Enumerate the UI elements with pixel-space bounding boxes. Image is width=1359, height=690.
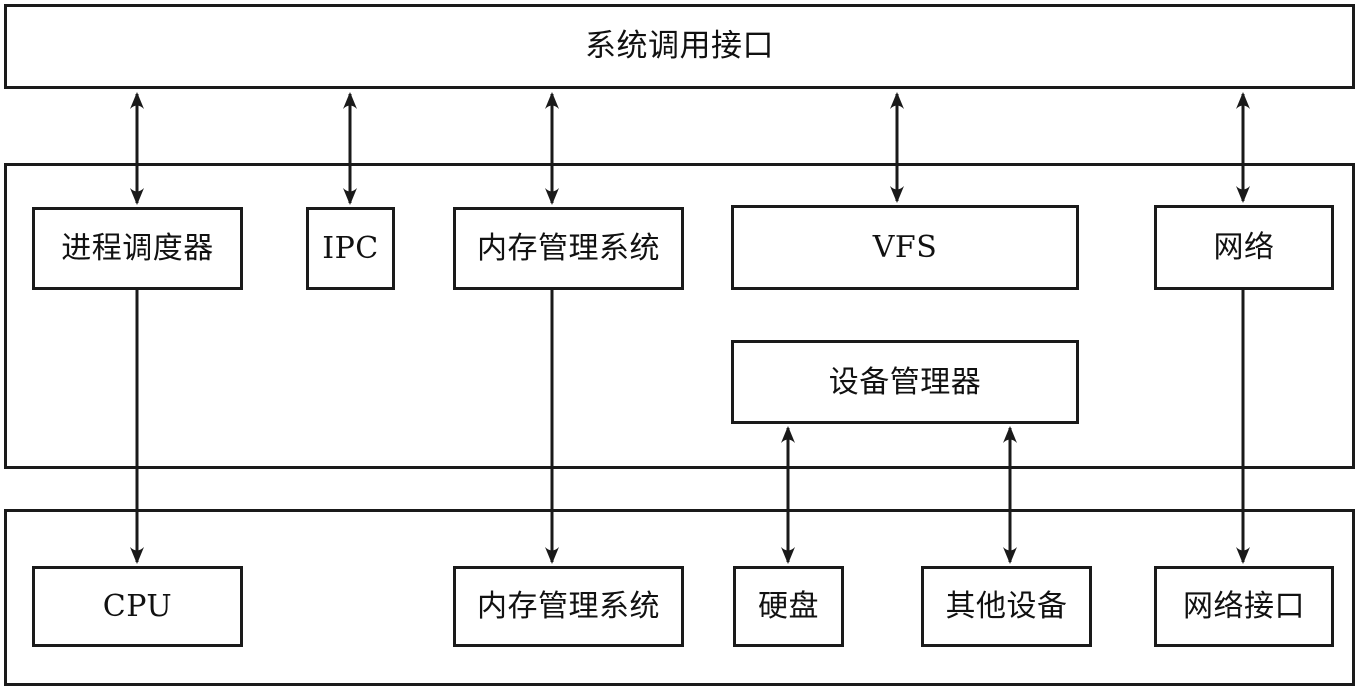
process-scheduler-box[interactable]: 进程调度器 bbox=[32, 207, 243, 290]
syscall-to-ipc-arrow bbox=[336, 92, 364, 205]
cpu-box[interactable]: CPU bbox=[32, 566, 243, 647]
network-box[interactable]: 网络 bbox=[1154, 205, 1334, 290]
vfs-box[interactable]: VFS bbox=[731, 205, 1079, 290]
network-to-network-interface-arrow bbox=[1229, 290, 1257, 564]
syscall-to-network-arrow bbox=[1229, 92, 1257, 203]
syscall-to-memory-management-arrow bbox=[538, 92, 566, 205]
device-manager-box[interactable]: 设备管理器 bbox=[731, 340, 1079, 424]
system-call-interface-layer bbox=[4, 4, 1355, 89]
device-manager-to-other-devices-arrow bbox=[996, 426, 1024, 564]
memory-management-system-kernel-box[interactable]: 内存管理系统 bbox=[453, 207, 684, 290]
syscall-to-vfs-arrow bbox=[883, 92, 911, 203]
syscall-to-process-scheduler-arrow bbox=[123, 92, 151, 205]
system-call-interface-box[interactable]: 系统调用接口 bbox=[585, 28, 774, 65]
device-manager-to-hard-disk-arrow bbox=[774, 426, 802, 564]
network-interface-box[interactable]: 网络接口 bbox=[1154, 566, 1334, 647]
memory-management-system-hardware-box[interactable]: 内存管理系统 bbox=[453, 566, 684, 647]
ipc-box[interactable]: IPC bbox=[306, 207, 395, 290]
kernel-subsystem-layer bbox=[4, 163, 1355, 469]
hardware-layer bbox=[4, 509, 1355, 686]
hard-disk-box[interactable]: 硬盘 bbox=[733, 566, 844, 647]
process-scheduler-to-cpu-arrow bbox=[123, 290, 151, 564]
other-devices-box[interactable]: 其他设备 bbox=[921, 566, 1092, 647]
memory-management-kernel-to-hardware-arrow bbox=[538, 290, 566, 564]
